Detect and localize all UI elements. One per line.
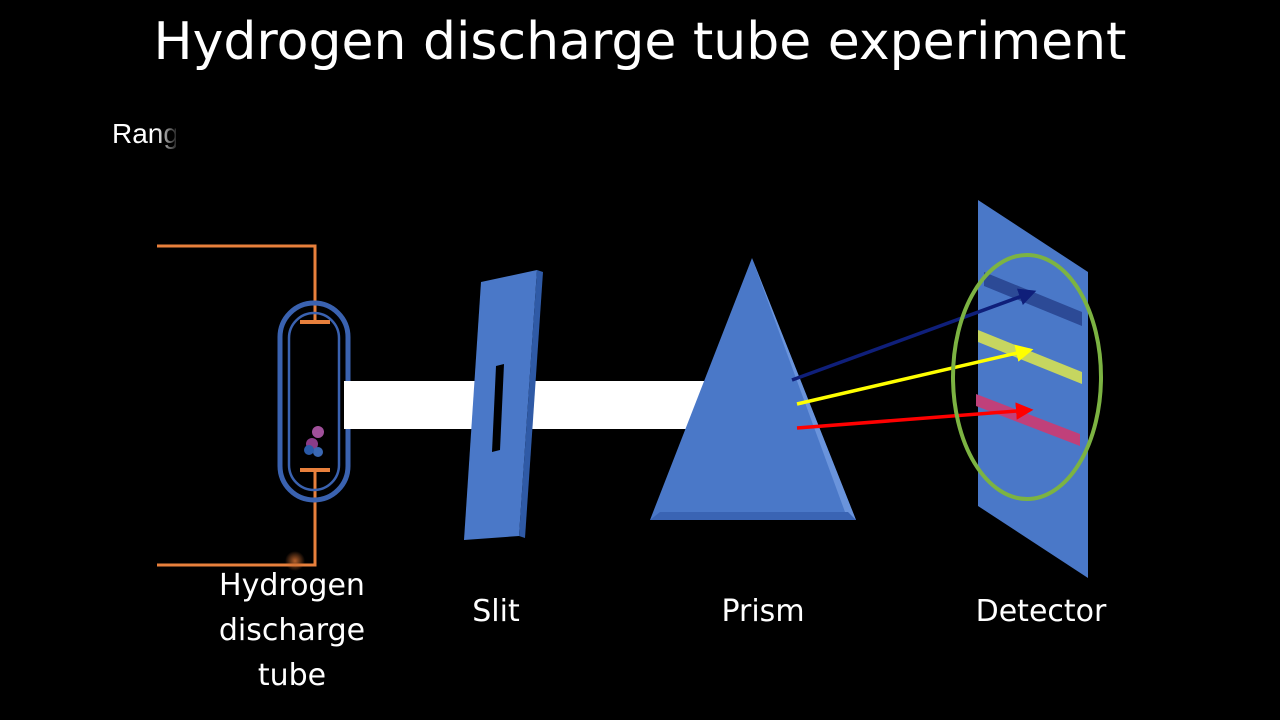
page-title: Hydrogen discharge tube experiment: [153, 12, 1127, 72]
text-fade-mask: [156, 116, 176, 156]
partial-text: Range: [112, 116, 176, 156]
top-wire: [157, 244, 317, 322]
label-slit: Slit: [472, 594, 520, 629]
hydrogen-molecules: [304, 426, 324, 457]
slit-gap: [492, 364, 504, 452]
label-prism: Prism: [721, 594, 805, 629]
ray-red: [796, 402, 1034, 430]
light-beam-right: [530, 381, 714, 429]
label-tube-line2: discharge: [218, 613, 366, 648]
slit-plate: [464, 270, 543, 540]
bottom-wire: [157, 470, 317, 567]
label-hydrogen-discharge-tube: Hydrogen discharge tube: [192, 563, 392, 698]
ray-blue: [791, 288, 1037, 382]
spectral-line-red: [976, 394, 1080, 446]
detector-highlight-ellipse: [951, 253, 1103, 501]
ray-yellow: [796, 344, 1034, 406]
label-detector: Detector: [975, 594, 1107, 629]
glow-dot: [285, 551, 305, 571]
tube-inner: [287, 311, 341, 492]
label-tube-line3: tube: [257, 658, 327, 693]
label-tube-line1: Hydrogen: [219, 568, 365, 603]
circuit-wires: [157, 244, 330, 571]
prism: [650, 258, 856, 520]
light-beam-left: [344, 381, 499, 429]
